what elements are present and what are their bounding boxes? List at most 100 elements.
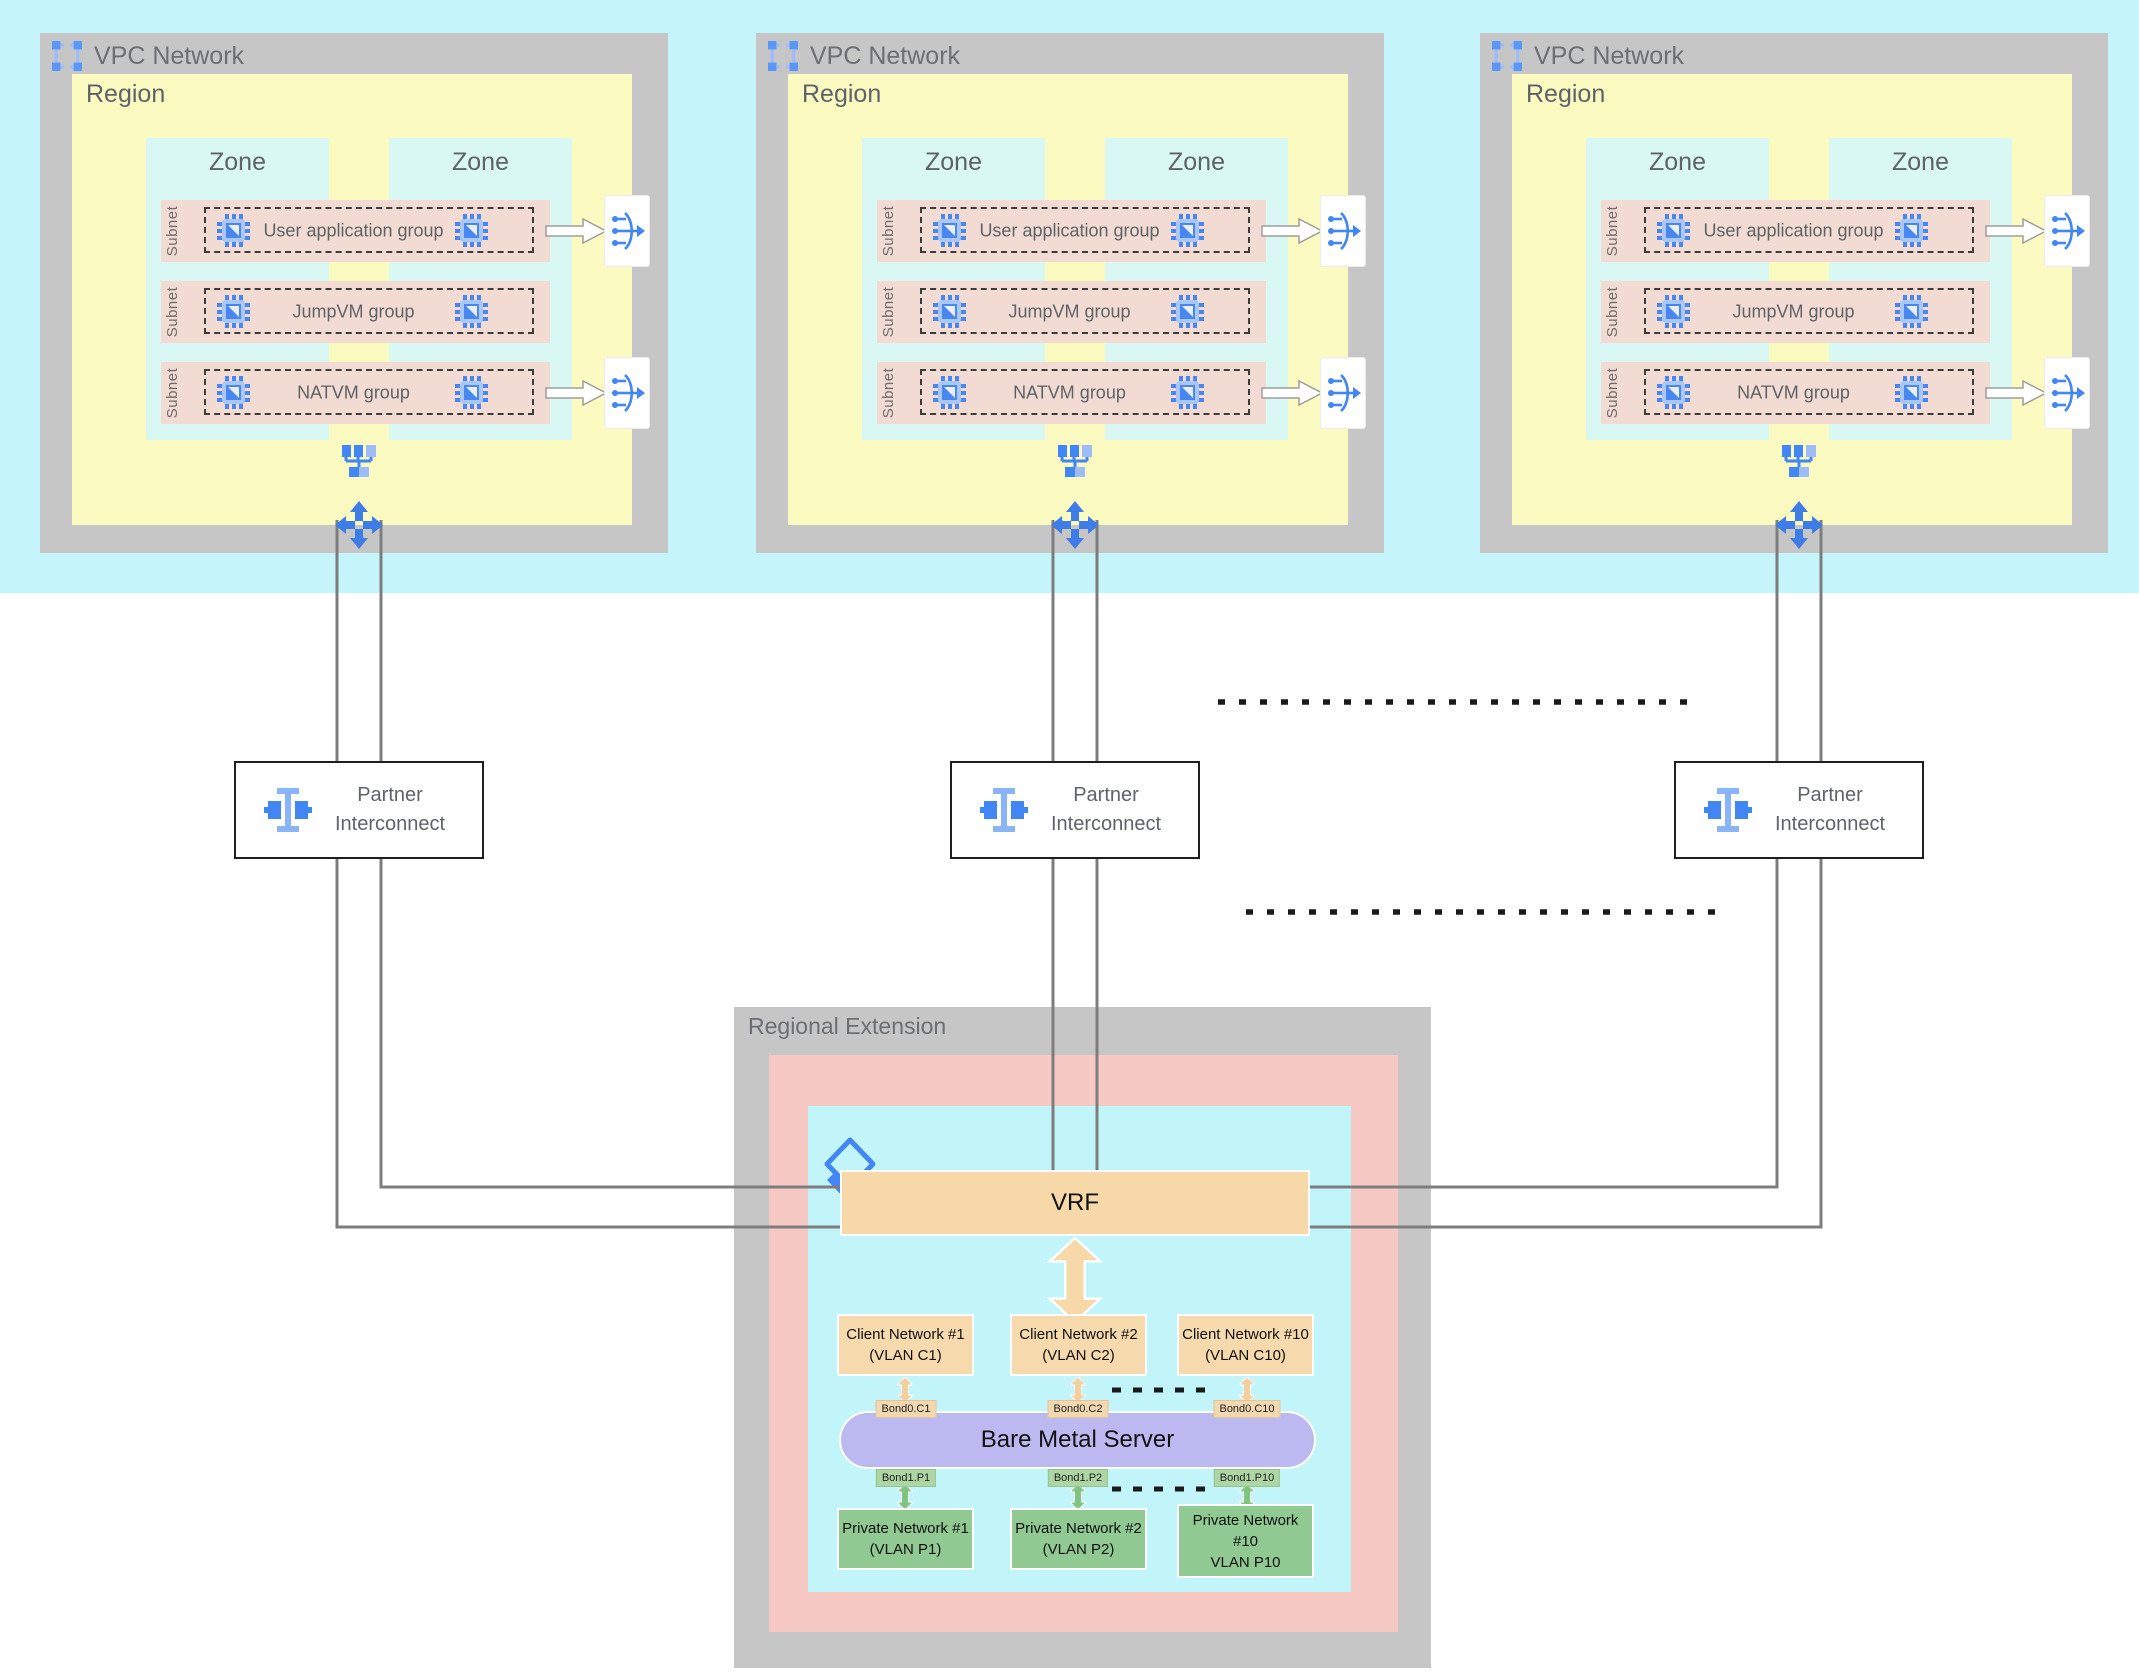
client-network-name: Client Network #2 (1019, 1326, 1138, 1343)
subnet-row: Subnet User application group (1601, 200, 1990, 262)
vpc-title: VPC Network (94, 41, 245, 70)
load-balancer (2045, 196, 2089, 266)
subnet-row: Subnet NATVM group (161, 362, 550, 424)
load-balancer (1321, 196, 1365, 266)
instance-group-outline (1644, 288, 1974, 334)
egress-arrow (1261, 380, 1323, 406)
vm-chip-icon (1895, 295, 1928, 328)
instance-group-outline (920, 207, 1250, 253)
bare-metal-server: Bare Metal Server (839, 1411, 1316, 1469)
vpc-title: VPC Network (1534, 41, 1685, 70)
subnet-label: Subnet (880, 286, 897, 338)
double-arrow-icon (897, 1484, 913, 1510)
load-balancer-icon (609, 208, 645, 254)
vrf-label: VRF (1051, 1189, 1099, 1216)
partner-interconnect-label: Partner Interconnect (1050, 784, 1162, 835)
interconnect-icon (264, 788, 312, 832)
move-arrows-icon (1050, 500, 1100, 550)
bond-label: Bond0.C2 (1047, 1400, 1109, 1418)
load-balancer (2045, 358, 2089, 428)
vpc-network-icon (52, 41, 82, 71)
partner-interconnect-box: Partner Interconnect (234, 761, 484, 859)
region-label: Region (86, 80, 166, 108)
group-label: User application group (1703, 220, 1884, 241)
vpc-header: VPC Network (768, 41, 960, 71)
vpc-network-icon (768, 41, 798, 71)
egress-arrow (1985, 218, 2047, 244)
vpc-network-block: VPC Network Region Zone Zone Subnet User… (40, 33, 668, 553)
instance-group-outline (204, 369, 534, 415)
client-network-name: Client Network #10 (1182, 1326, 1309, 1343)
bond-label: Bond1.P1 (875, 1469, 937, 1487)
region-box: Region Zone Zone Subnet User application… (72, 74, 632, 525)
subnet-label: Subnet (880, 367, 897, 419)
group-label: JumpVM group (1008, 301, 1131, 322)
vm-chip-icon (1657, 376, 1690, 409)
double-arrow-icon (1070, 1484, 1086, 1510)
subnet-label: Subnet (164, 367, 181, 419)
partner-interconnect-box: Partner Interconnect (950, 761, 1200, 859)
region-label: Region (1526, 80, 1606, 108)
group-label: JumpVM group (1732, 301, 1855, 322)
group-label: JumpVM group (292, 301, 415, 322)
vm-chip-icon (933, 214, 966, 247)
region-box: Region Zone Zone Subnet User application… (1512, 74, 2072, 525)
group-label: User application group (263, 220, 444, 241)
vm-chip-icon (217, 295, 250, 328)
vrf-box: VRF (840, 1170, 1310, 1236)
subnet-label: Subnet (1604, 205, 1621, 257)
bond-label: Bond1.P2 (1047, 1469, 1109, 1487)
subnet-row: Subnet NATVM group (877, 362, 1266, 424)
subnet-label: Subnet (880, 205, 897, 257)
egress-arrow (545, 380, 607, 406)
load-balancer-icon (2049, 208, 2085, 254)
load-balancer (1321, 358, 1365, 428)
group-label: NATVM group (297, 382, 410, 403)
vpc-network-block: VPC Network Region Zone Zone Subnet User… (756, 33, 1384, 553)
bare-metal-server-label: Bare Metal Server (980, 1426, 1175, 1453)
network-switch-icon (1781, 445, 1817, 479)
client-network-vlan: (VLAN C2) (1042, 1347, 1115, 1364)
vm-chip-icon (217, 214, 250, 247)
private-network-box: Private Network #10 VLAN P10 (1177, 1504, 1314, 1578)
egress-arrow (1261, 218, 1323, 244)
load-balancer (605, 196, 649, 266)
move-arrows-icon (334, 500, 384, 550)
instance-group-outline (920, 288, 1250, 334)
vpc-network-block: VPC Network Region Zone Zone Subnet User… (1480, 33, 2108, 553)
regional-extension-label: Regional Extension (748, 1013, 947, 1039)
subnet-label: Subnet (1604, 367, 1621, 419)
load-balancer-icon (1325, 208, 1361, 254)
private-network-vlan: VLAN P10 (1210, 1553, 1281, 1571)
egress-arrow (1985, 380, 2047, 406)
instance-group-outline (1644, 369, 1974, 415)
network-switch-icon (341, 445, 377, 479)
interconnect-icon (1704, 788, 1752, 832)
zone-label: Zone (452, 148, 509, 176)
vm-chip-icon (1895, 376, 1928, 409)
private-network-box: Private Network #2 (VLAN P2) (1010, 1508, 1147, 1570)
partner-interconnect-label: Partner Interconnect (1774, 784, 1886, 835)
subnet-row: Subnet JumpVM group (877, 281, 1266, 343)
client-network-vlan: (VLAN C1) (869, 1347, 942, 1364)
vpc-network-icon (1492, 41, 1522, 71)
region-box: Region Zone Zone Subnet User application… (788, 74, 1348, 525)
client-network-name: Client Network #1 (846, 1326, 965, 1343)
instance-group-outline (204, 207, 534, 253)
client-network-box: Client Network #2 (VLAN C2) (1010, 1314, 1147, 1376)
group-label: User application group (979, 220, 1160, 241)
vpc-header: VPC Network (1492, 41, 1684, 71)
vm-chip-icon (455, 376, 488, 409)
bond-label: Bond0.C1 (875, 1400, 937, 1418)
partner-interconnect-label: Partner Interconnect (334, 784, 446, 835)
vm-chip-icon (1657, 295, 1690, 328)
private-network-box: Private Network #1 (VLAN P1) (837, 1508, 974, 1570)
vm-chip-icon (455, 214, 488, 247)
vm-chip-icon (1171, 214, 1204, 247)
vm-chip-icon (455, 295, 488, 328)
private-network-vlan: (VLAN P2) (1042, 1541, 1115, 1558)
vm-chip-icon (933, 376, 966, 409)
vm-chip-icon (933, 295, 966, 328)
private-network-name: Private Network (1192, 1511, 1299, 1529)
partner-interconnect-box: Partner Interconnect (1674, 761, 1924, 859)
